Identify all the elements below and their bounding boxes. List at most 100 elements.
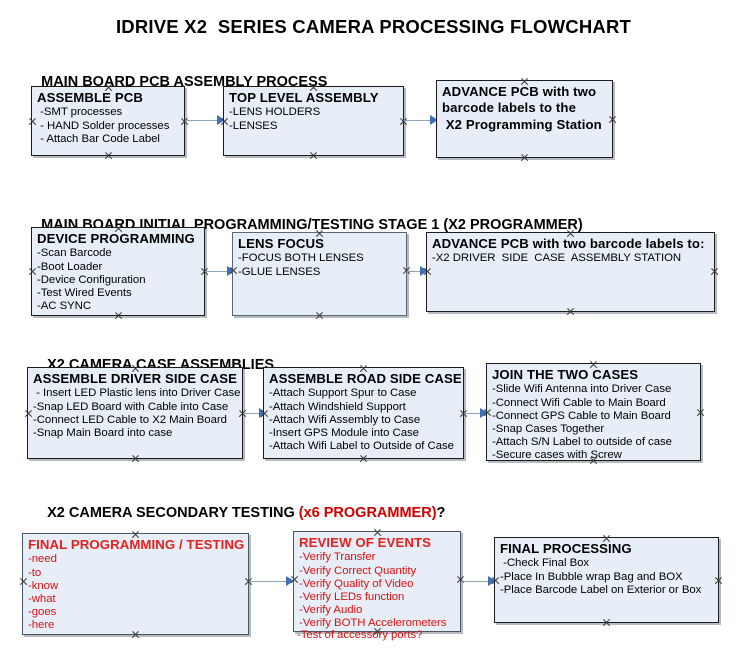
node-final-programming-testing-item-3: -what <box>28 592 56 605</box>
connector-4b <box>461 581 495 582</box>
node-lens-focus[interactable]: LENS FOCUS -FOCUS BOTH LENSES -GLUE LENS… <box>232 232 407 316</box>
connector-1b <box>404 120 436 121</box>
node-lens-focus-header: LENS FOCUS <box>238 236 324 251</box>
connector-4a <box>249 581 293 582</box>
node-assemble-road-side-case-item-3: -Insert GPS Module into Case <box>269 426 419 439</box>
node-join-the-two-cases-item-5: -Secure cases with Screw <box>492 449 622 462</box>
node-device-programming-item-0: -Scan Barcode <box>37 247 112 260</box>
node-final-programming-testing-item-4: -goes <box>28 606 57 619</box>
node-review-of-events-item-2: -Verify Quality of Video <box>299 577 414 590</box>
node-advance-pcb-driver-side-case-body: ADVANCE PCB with two barcode labels to: … <box>427 233 714 268</box>
node-final-processing-item-0: -Check Final Box <box>500 557 590 570</box>
node-final-programming-testing-item-5: -here <box>28 619 55 632</box>
connector-2b-arrowhead <box>420 266 428 276</box>
node-assemble-road-side-case-body: ASSEMBLE ROAD SIDE CASE -Attach Support … <box>264 368 463 455</box>
node-join-the-two-cases-item-0: -Slide Wifi Antenna into Driver Case <box>492 383 672 396</box>
node-assemble-road-side-case[interactable]: ASSEMBLE ROAD SIDE CASE -Attach Support … <box>263 367 464 459</box>
node-device-programming-header: DEVICE PROGRAMMING <box>37 231 195 246</box>
node-join-the-two-cases-item-3: -Snap Cases Together <box>492 422 605 435</box>
node-lens-focus-item-1: -GLUE LENSES <box>238 265 321 278</box>
node-lens-focus-item-0: -FOCUS BOTH LENSES <box>238 252 364 265</box>
node-advance-pcb-driver-side-case-header: ADVANCE PCB with two barcode labels to: <box>432 236 705 251</box>
node-review-of-events-overflow-item: -Test of accessory ports? <box>297 629 423 641</box>
node-device-programming-item-2: -Device Configuration <box>37 273 146 286</box>
node-top-level-assembly-item-0: -LENS HOLDERS <box>229 106 321 119</box>
section-title-4-red-text: (x6 PROGRAMMER) <box>298 505 437 521</box>
connector-4b-arrowhead <box>488 576 496 586</box>
node-assemble-pcb-body: ASSEMBLE PCB -SMT processes - HAND Solde… <box>32 87 184 148</box>
node-join-the-two-cases[interactable]: JOIN THE TWO CASES -Slide Wifi Antenna i… <box>486 363 701 461</box>
node-review-of-events-item-0: -Verify Transfer <box>299 551 376 564</box>
resize-handle-bottom[interactable] <box>520 153 529 162</box>
node-device-programming-body: DEVICE PROGRAMMING -Scan Barcode -Boot L… <box>32 228 204 315</box>
node-advance-pcb-driver-side-case-item-0: -X2 DRIVER SIDE CASE ASSEMBLY STATION <box>432 252 682 265</box>
node-review-of-events-item-1: -Verify Correct Quantity <box>299 564 417 577</box>
node-assemble-driver-side-case-item-2: -Connect LED Cable to X2 Main Board <box>33 413 227 426</box>
node-assemble-driver-side-case-body: ASSEMBLE DRIVER SIDE CASE - Insert LED P… <box>28 368 242 442</box>
resize-handle-bottom[interactable] <box>104 151 113 160</box>
node-final-processing-body: FINAL PROCESSING -Check Final Box -Place… <box>495 538 718 599</box>
node-assemble-road-side-case-item-4: -Attach Wifi Label to Outside of Case <box>269 440 454 453</box>
connector-4a-arrowhead <box>286 576 294 586</box>
node-assemble-pcb-item-1: - HAND Solder processes <box>37 119 170 132</box>
node-assemble-pcb-item-0: -SMT processes <box>37 106 123 119</box>
node-top-level-assembly-body: TOP LEVEL ASSEMBLY -LENS HOLDERS -LENSES <box>224 87 403 135</box>
node-final-programming-testing-item-1: -to <box>28 566 42 579</box>
node-join-the-two-cases-body: JOIN THE TWO CASES -Slide Wifi Antenna i… <box>487 364 700 465</box>
node-assemble-driver-side-case-item-1: -Snap LED Board with Cable into Case <box>33 400 229 413</box>
section-title-4-suffix: ? <box>436 505 446 521</box>
resize-handle-right[interactable] <box>710 267 719 276</box>
node-assemble-driver-side-case-header: ASSEMBLE DRIVER SIDE CASE <box>33 371 238 386</box>
node-join-the-two-cases-item-4: -Attach S/N Label to outside of case <box>492 436 672 449</box>
node-assemble-road-side-case-header: ASSEMBLE ROAD SIDE CASE <box>269 371 462 386</box>
section-title-4: X2 CAMERA SECONDARY TESTING (x6 PROGRAMM… <box>31 489 445 537</box>
node-final-processing-item-2: -Place Barcode Label on Exterior or Box <box>500 583 702 596</box>
connector-2b <box>407 271 427 272</box>
connector-2a <box>205 271 233 272</box>
node-lens-focus-body: LENS FOCUS -FOCUS BOTH LENSES -GLUE LENS… <box>233 233 406 281</box>
node-review-of-events-item-4: -Verify Audio <box>299 604 363 617</box>
connector-3a <box>243 413 267 414</box>
node-device-programming[interactable]: DEVICE PROGRAMMING -Scan Barcode -Boot L… <box>31 227 205 316</box>
resize-handle-bottom[interactable] <box>309 151 318 160</box>
node-final-processing-item-1: -Place In Bubble wrap Bag and BOX <box>500 570 683 583</box>
node-assemble-pcb[interactable]: ASSEMBLE PCB -SMT processes - HAND Solde… <box>31 86 185 156</box>
node-top-level-assembly-header: TOP LEVEL ASSEMBLY <box>229 90 379 105</box>
node-top-level-assembly[interactable]: TOP LEVEL ASSEMBLY -LENS HOLDERS -LENSES <box>223 86 404 156</box>
node-top-level-assembly-item-1: -LENSES <box>229 119 278 132</box>
node-review-of-events[interactable]: REVIEW OF EVENTS -Verify Transfer -Verif… <box>293 531 461 632</box>
node-final-programming-testing-body: FINAL PROGRAMMING / TESTING -need -to -k… <box>23 534 248 635</box>
node-assemble-road-side-case-item-0: -Attach Support Spur to Case <box>269 387 417 400</box>
node-advance-pcb-programming-station-item-0: barcode labels to the <box>442 100 577 116</box>
node-review-of-events-item-3: -Verify LEDs function <box>299 590 405 603</box>
node-advance-pcb-programming-station[interactable]: ADVANCE PCB with two barcode labels to t… <box>436 80 613 158</box>
resize-handle-bottom[interactable] <box>131 454 140 463</box>
connector-1b-arrowhead <box>430 115 438 125</box>
node-device-programming-item-3: -Test Wired Events <box>37 286 132 299</box>
node-final-programming-testing-item-2: -know <box>28 579 59 592</box>
resize-handle-bottom[interactable] <box>566 307 575 316</box>
section-title-4-text: X2 CAMERA SECONDARY TESTING <box>47 505 299 521</box>
node-assemble-road-side-case-item-2: -Attach Wifi Assembly to Case <box>269 413 421 426</box>
node-final-programming-testing[interactable]: FINAL PROGRAMMING / TESTING -need -to -k… <box>22 533 249 635</box>
node-final-processing[interactable]: FINAL PROCESSING -Check Final Box -Place… <box>494 537 719 623</box>
node-assemble-pcb-header: ASSEMBLE PCB <box>37 90 143 105</box>
node-review-of-events-body: REVIEW OF EVENTS -Verify Transfer -Verif… <box>294 532 460 633</box>
node-advance-pcb-programming-station-body: ADVANCE PCB with two barcode labels to t… <box>437 81 612 135</box>
node-assemble-driver-side-case-item-0: - Insert LED Plastic lens into Driver Ca… <box>33 387 241 400</box>
node-final-programming-testing-header: FINAL PROGRAMMING / TESTING <box>28 537 245 552</box>
node-advance-pcb-programming-station-item-1: X2 Programming Station <box>442 116 602 132</box>
resize-handle-bottom[interactable] <box>315 311 324 320</box>
node-assemble-pcb-item-2: - Attach Bar Code Label <box>37 132 160 145</box>
node-join-the-two-cases-item-1: -Connect Wifi Cable to Main Board <box>492 396 666 409</box>
node-assemble-road-side-case-item-1: -Attach Windshield Support <box>269 400 406 413</box>
connector-3b-arrowhead <box>480 408 488 418</box>
node-advance-pcb-driver-side-case[interactable]: ADVANCE PCB with two barcode labels to: … <box>426 232 715 312</box>
node-review-of-events-header: REVIEW OF EVENTS <box>299 535 432 550</box>
node-review-of-events-item-5: -Verify BOTH Accelerometers <box>299 617 447 630</box>
node-assemble-driver-side-case[interactable]: ASSEMBLE DRIVER SIDE CASE - Insert LED P… <box>27 367 243 459</box>
resize-handle-bottom[interactable] <box>602 618 611 627</box>
node-device-programming-item-4: -AC SYNC <box>37 300 92 313</box>
node-advance-pcb-programming-station-header: ADVANCE PCB with two <box>442 84 597 99</box>
